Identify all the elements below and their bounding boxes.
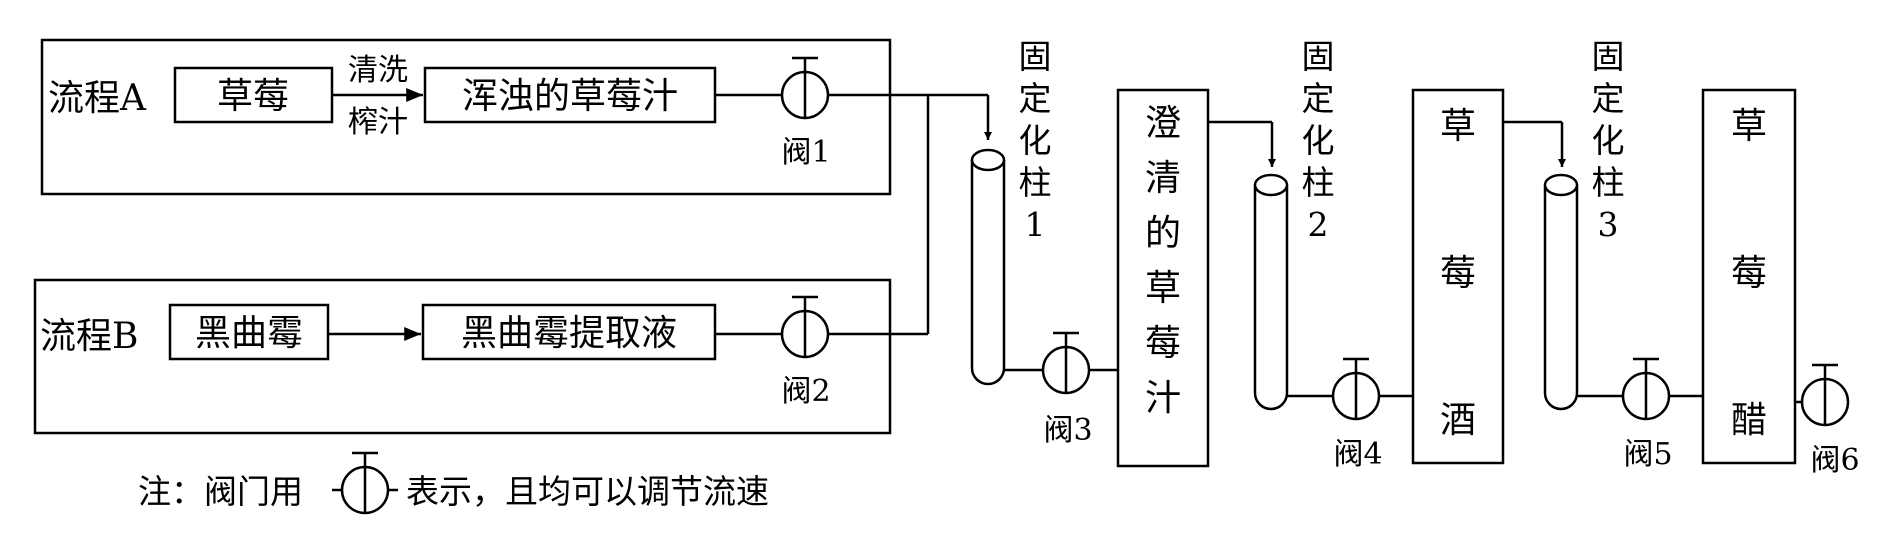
valve-2[interactable]	[780, 295, 830, 359]
column-3-label: 固 定 化 柱 3	[1592, 37, 1625, 244]
svg-text:化: 化	[1592, 121, 1625, 160]
svg-text:的: 的	[1145, 213, 1181, 254]
column-1	[970, 148, 1006, 386]
svg-text:化: 化	[1302, 121, 1335, 160]
vinegar-tank	[1701, 88, 1797, 465]
wine-label: 草 莓 酒	[1440, 106, 1476, 441]
valve-2-label: 阀2	[781, 374, 830, 409]
svg-text:2: 2	[1308, 205, 1329, 244]
valve-3[interactable]	[1041, 331, 1091, 395]
column-2	[1253, 173, 1289, 411]
svg-text:草: 草	[1440, 106, 1476, 147]
column-3	[1543, 173, 1579, 411]
valve-4-label: 阀4	[1333, 437, 1382, 472]
svg-text:柱: 柱	[1592, 163, 1625, 202]
svg-text:1: 1	[1025, 205, 1046, 244]
svg-text:柱: 柱	[1302, 163, 1335, 202]
svg-text:定: 定	[1302, 79, 1335, 118]
clear-juice-tank	[1116, 88, 1210, 468]
valve-5-label: 阀5	[1623, 437, 1672, 472]
valve-6[interactable]	[1800, 363, 1850, 427]
svg-text:固: 固	[1019, 37, 1052, 76]
svg-text:柱: 柱	[1019, 163, 1052, 202]
svg-text:定: 定	[1019, 79, 1052, 118]
process-a-frame	[40, 38, 892, 196]
svg-text:固: 固	[1592, 37, 1625, 76]
svg-text:莓: 莓	[1145, 323, 1181, 364]
svg-text:酒: 酒	[1440, 400, 1476, 441]
aspergillus-label: 黑曲霉	[195, 313, 303, 354]
column-2-label: 固 定 化 柱 2	[1302, 37, 1335, 244]
vinegar-label: 草 莓 醋	[1731, 106, 1767, 441]
wash-label: 清洗	[348, 53, 408, 88]
process-b-frame	[33, 278, 892, 435]
extract-label: 黑曲霉提取液	[461, 313, 677, 354]
svg-text:莓: 莓	[1731, 253, 1767, 294]
process-a-label: 流程A	[48, 78, 147, 119]
svg-text:化: 化	[1019, 121, 1052, 160]
strawberry-box	[173, 66, 334, 124]
valve-3-label: 阀3	[1043, 413, 1092, 448]
process-b-label: 流程B	[40, 316, 138, 357]
column-1-label: 固 定 化 柱 1	[1019, 37, 1052, 244]
svg-text:3: 3	[1598, 205, 1619, 244]
note-prefix: 注：阀门用	[138, 472, 303, 511]
svg-text:清: 清	[1145, 158, 1181, 199]
svg-text:汁: 汁	[1145, 378, 1181, 419]
svg-text:定: 定	[1592, 79, 1625, 118]
strawberry-label: 草莓	[217, 76, 289, 117]
note-suffix: 表示，且均可以调节流速	[406, 472, 769, 511]
clear-juice-label: 澄 清 的 草 莓 汁	[1145, 103, 1181, 419]
cloudy-juice-label: 浑浊的草莓汁	[462, 76, 678, 117]
press-label: 榨汁	[348, 105, 408, 140]
svg-text:莓: 莓	[1440, 253, 1476, 294]
valve-1[interactable]	[780, 56, 830, 120]
svg-text:醋: 醋	[1731, 400, 1767, 441]
valve-6-label: 阀6	[1810, 443, 1859, 478]
aspergillus-box	[168, 303, 330, 361]
wine-tank	[1411, 88, 1505, 465]
svg-text:草: 草	[1731, 106, 1767, 147]
svg-text:澄: 澄	[1145, 103, 1181, 144]
valve-4[interactable]	[1331, 357, 1381, 421]
valve-1-label: 阀1	[781, 135, 830, 170]
svg-text:草: 草	[1145, 268, 1181, 309]
svg-text:固: 固	[1302, 37, 1335, 76]
extract-box	[421, 303, 717, 361]
valve-5[interactable]	[1621, 357, 1671, 421]
valve-legend-icon	[332, 451, 398, 515]
